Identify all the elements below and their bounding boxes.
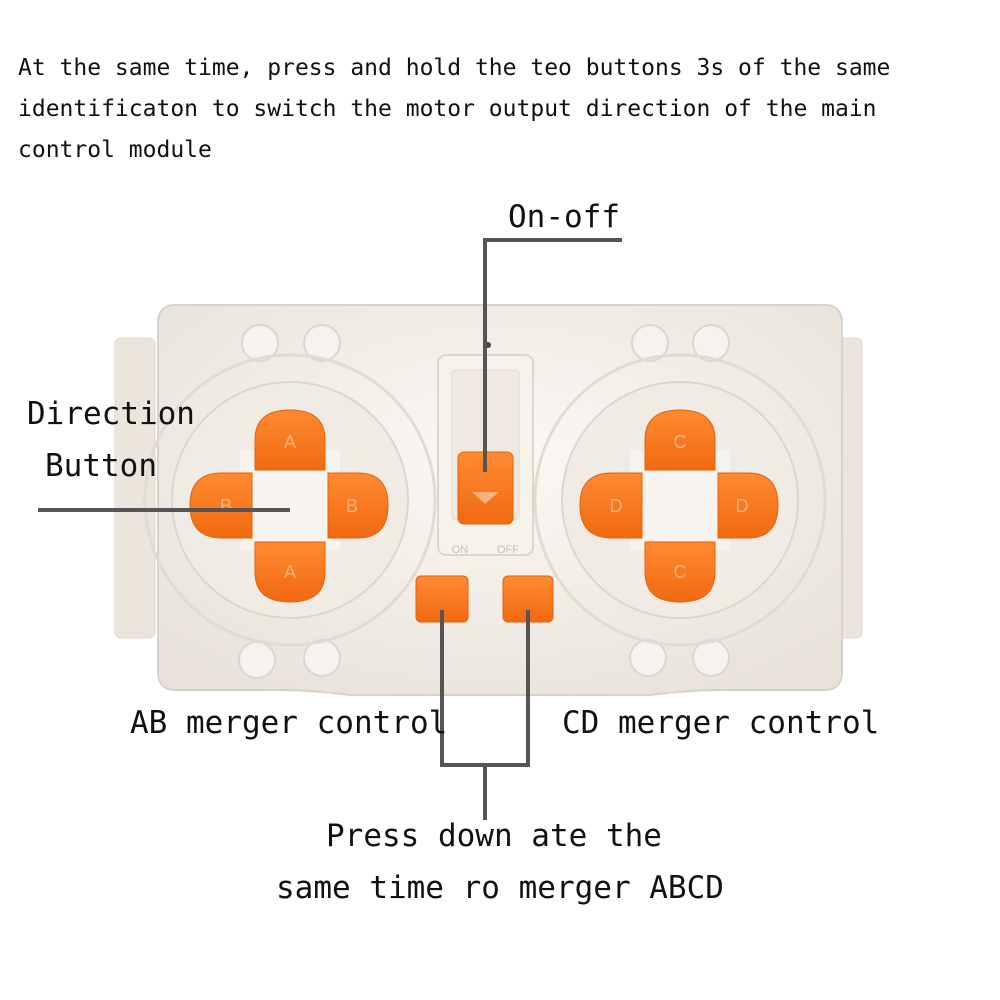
left-side-nub [114, 337, 156, 639]
left-pad-ring [143, 353, 437, 647]
stud [303, 324, 341, 362]
stud [303, 639, 341, 677]
press-label-line2: same time ro merger ABCD [276, 870, 724, 906]
stud [241, 324, 279, 362]
stud [238, 641, 276, 679]
left-pad-down-label: A [284, 562, 296, 582]
stud [692, 639, 730, 677]
left-pad-up-label: A [284, 432, 296, 452]
right-pad-right-label: D [736, 496, 749, 516]
right-pad-right-button[interactable] [717, 472, 779, 539]
right-pad-down-button[interactable] [644, 541, 716, 603]
instruction-text: At the same time, press and hold the teo… [18, 55, 891, 163]
switch-off-label: OFF [497, 544, 519, 556]
on-off-leader-line [483, 238, 622, 472]
left-pad-right-button[interactable] [327, 472, 389, 539]
left-pad-up-button[interactable] [254, 409, 326, 471]
ab-merger-label: AB merger control [130, 705, 448, 741]
cd-merger-label: CD merger control [562, 705, 880, 741]
switch-on-label: ON [452, 544, 469, 556]
left-pad-left-label: B [220, 496, 232, 516]
stud [629, 639, 667, 677]
right-pad-left-button[interactable] [579, 472, 643, 539]
left-pad-down-button[interactable] [254, 541, 326, 603]
callout-lines [38, 238, 622, 820]
stud [631, 324, 669, 362]
right-pad-down-label: C [674, 562, 687, 582]
left-pad-right-label: B [346, 496, 358, 516]
switch-grip-arrow-icon [472, 492, 499, 504]
right-pad-up-label: C [674, 432, 687, 452]
press-label-line1: Press down ate the [326, 818, 662, 854]
direction-label-line1: Direction [27, 396, 195, 432]
ab-leader-line [440, 610, 485, 767]
left-pad-left-button[interactable] [189, 472, 253, 539]
cd-leader-line [485, 610, 530, 767]
right-dpad: C C D D [579, 409, 779, 603]
stud [692, 324, 730, 362]
on-off-label: On-off [508, 199, 620, 235]
right-pad-up-button[interactable] [644, 409, 716, 471]
right-pad-left-label: D [610, 496, 623, 516]
left-dpad: A A B B [189, 409, 389, 603]
direction-label-line2: Button [45, 448, 157, 484]
studs [238, 324, 730, 679]
right-pad-ring [533, 353, 827, 647]
